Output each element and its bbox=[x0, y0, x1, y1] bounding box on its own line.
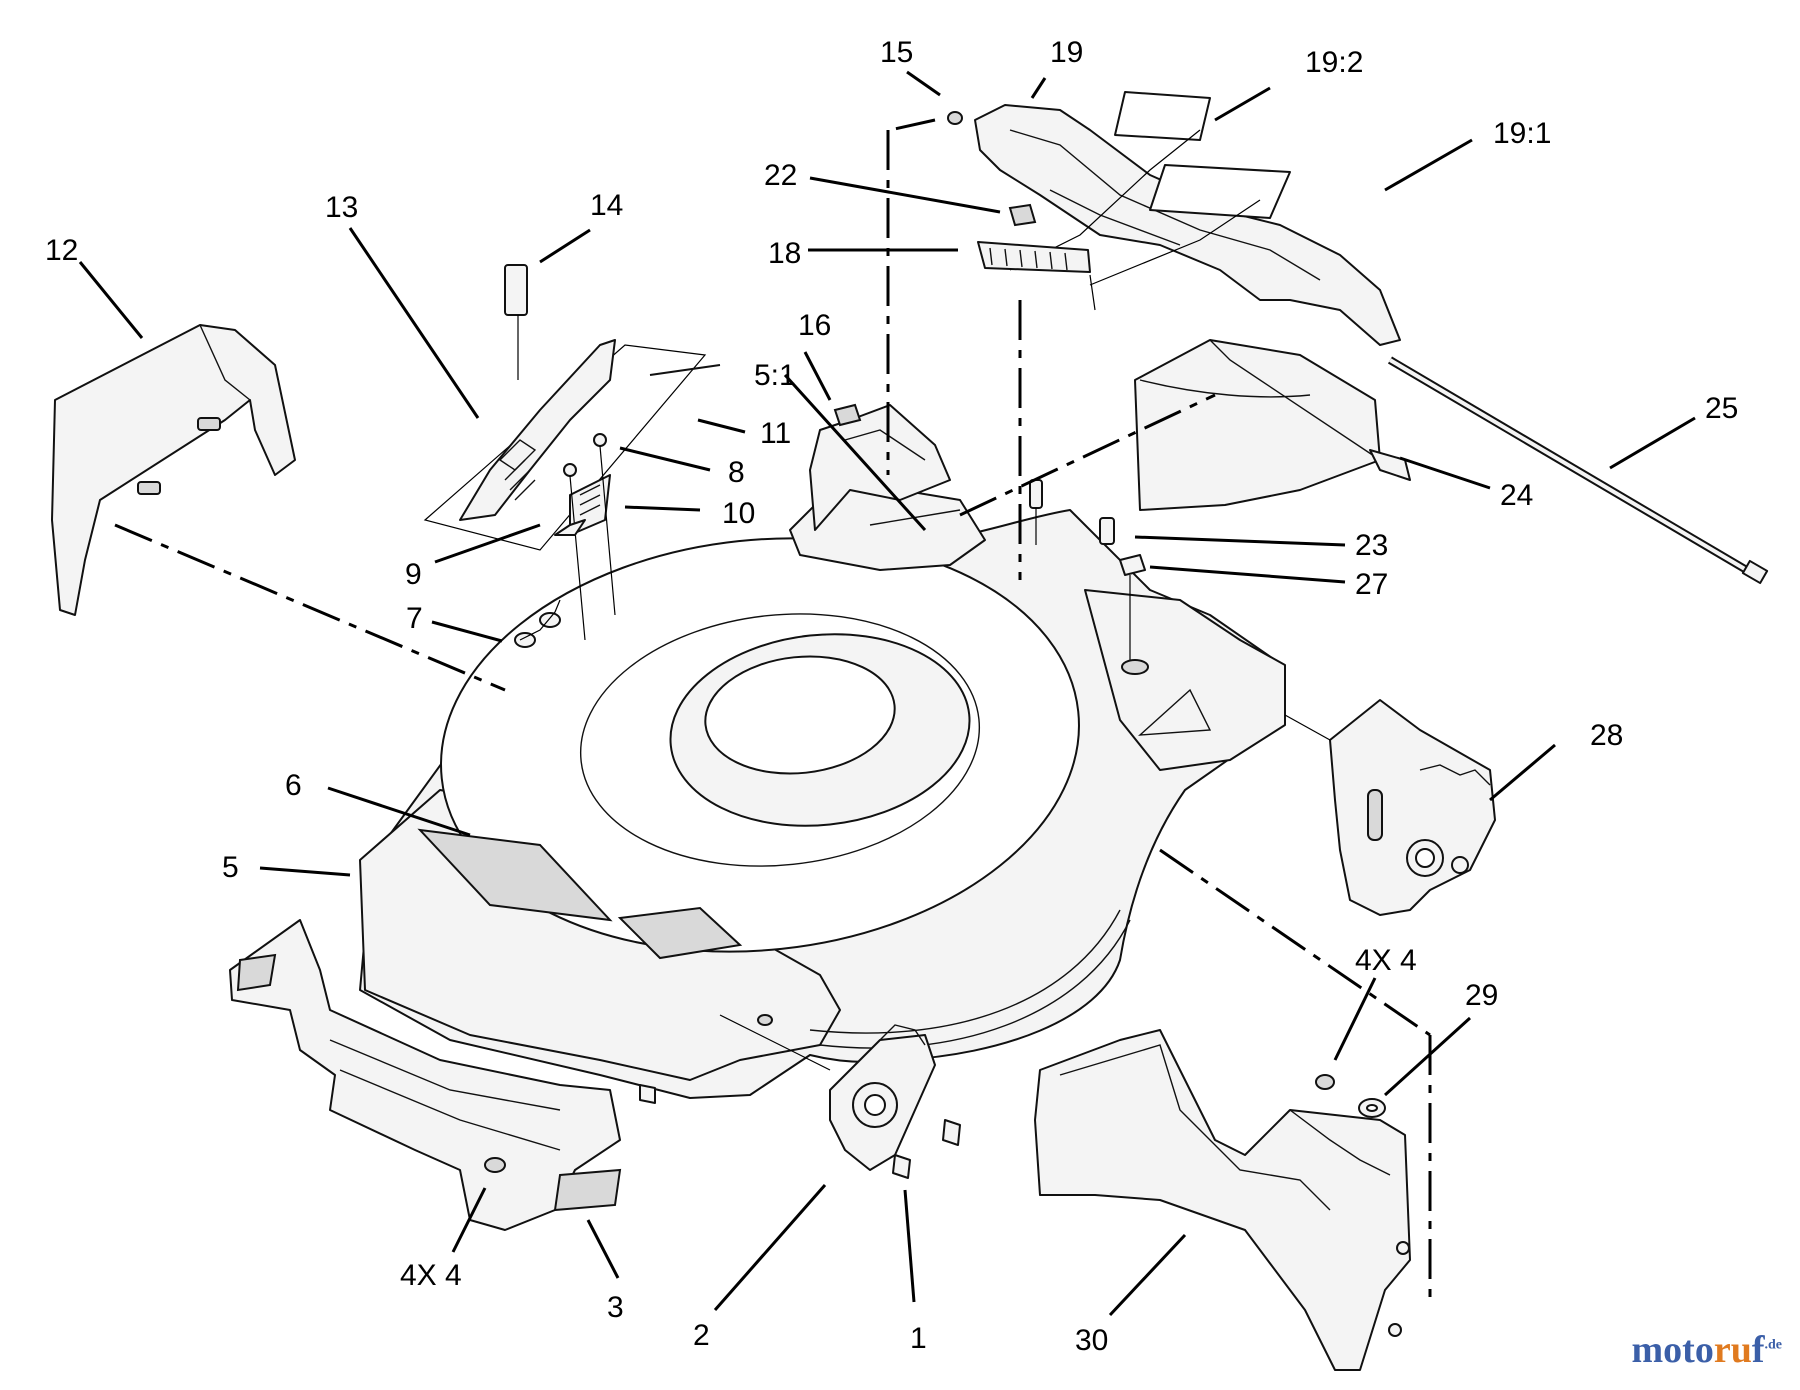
callout-4x4-right: 4X 4 bbox=[1355, 944, 1417, 977]
watermark-part-a: moto bbox=[1631, 1329, 1714, 1371]
callout-11: 11 bbox=[760, 417, 791, 450]
part-12-rear-door bbox=[51, 324, 296, 616]
part-10-bracket bbox=[569, 474, 611, 536]
callout-27: 27 bbox=[1355, 568, 1388, 601]
callout-3: 3 bbox=[607, 1291, 624, 1324]
callout-15: 15 bbox=[880, 36, 913, 69]
callout-14: 14 bbox=[590, 189, 623, 222]
callout-7: 7 bbox=[406, 602, 423, 635]
part-1-bolt bbox=[942, 1119, 961, 1146]
leader-lines bbox=[78, 70, 1696, 1317]
part-24-baffle bbox=[1134, 339, 1411, 511]
part-19-1-decal bbox=[1149, 164, 1291, 219]
watermark-part-c: f bbox=[1751, 1329, 1765, 1371]
part-7-nuts bbox=[514, 599, 561, 648]
part-19-handle-bracket bbox=[947, 91, 1401, 346]
callout-labels: 15 19 19:2 19:1 22 18 16 5:1 14 13 12 11… bbox=[45, 36, 1738, 1357]
callout-9: 9 bbox=[405, 558, 422, 591]
callout-1: 1 bbox=[910, 1322, 927, 1355]
mower-deck-housing bbox=[359, 479, 1286, 1099]
phantom-lines bbox=[114, 118, 1432, 1300]
callout-6: 6 bbox=[285, 769, 302, 802]
callout-23: 23 bbox=[1355, 529, 1388, 562]
callout-24: 24 bbox=[1500, 479, 1533, 512]
callout-19: 19 bbox=[1050, 36, 1083, 69]
callout-22: 22 bbox=[764, 159, 797, 192]
callout-12: 12 bbox=[45, 234, 78, 267]
callout-8: 8 bbox=[728, 456, 745, 489]
part-28-wheel-bracket bbox=[1284, 699, 1496, 916]
part-14-knob bbox=[504, 264, 528, 316]
watermark-logo: motoruf.de bbox=[1632, 1328, 1782, 1372]
part-23-27-bolts bbox=[1029, 479, 1149, 675]
callout-2: 2 bbox=[693, 1319, 710, 1352]
callout-10: 10 bbox=[722, 497, 755, 530]
part-9-spring bbox=[554, 519, 586, 536]
part-15-nut bbox=[947, 111, 963, 125]
watermark-tld: .de bbox=[1764, 1337, 1783, 1353]
part-25-rod bbox=[1387, 356, 1769, 585]
callout-28: 28 bbox=[1590, 719, 1623, 752]
part-16-bracket bbox=[809, 403, 951, 531]
callout-29: 29 bbox=[1465, 979, 1498, 1012]
part-19-2-decal bbox=[1114, 91, 1211, 141]
callout-19-1: 19:1 bbox=[1493, 117, 1551, 150]
callout-25: 25 bbox=[1705, 392, 1738, 425]
callout-30: 30 bbox=[1075, 1324, 1108, 1357]
callout-19-2: 19:2 bbox=[1305, 46, 1363, 79]
part-22-screw-18-spring bbox=[977, 203, 1096, 311]
part-3-front-bumper bbox=[229, 919, 656, 1231]
callout-18: 18 bbox=[768, 237, 801, 270]
watermark-part-b: ru bbox=[1713, 1329, 1752, 1371]
part-2-front-wheel-bracket bbox=[719, 1014, 961, 1179]
callout-5-1: 5:1 bbox=[754, 359, 796, 392]
callout-4x4-left: 4X 4 bbox=[400, 1259, 462, 1292]
callout-13: 13 bbox=[325, 191, 358, 224]
part-11-rod bbox=[649, 364, 721, 376]
part-30-deflector bbox=[1034, 1029, 1411, 1371]
callout-5: 5 bbox=[222, 851, 239, 884]
callout-16: 16 bbox=[798, 309, 831, 342]
